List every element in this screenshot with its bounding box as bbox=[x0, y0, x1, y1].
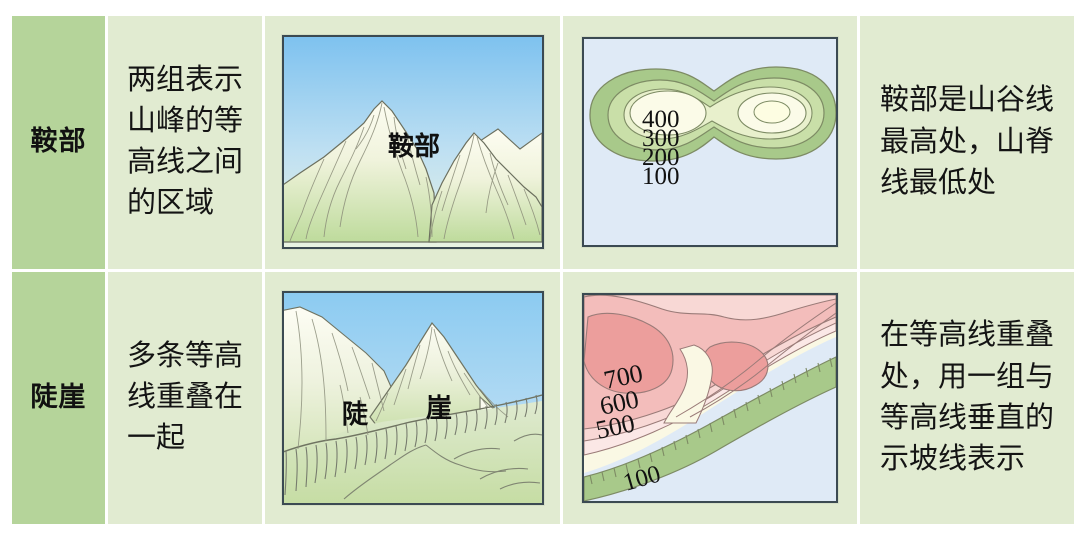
cliff-landscape-illustration: 陡 崖 bbox=[281, 290, 544, 505]
term-cell-cliff: 陡崖 bbox=[12, 271, 105, 524]
contour-label-300: 300 bbox=[642, 125, 680, 152]
definition-text-saddle: 两组表示 山峰的等 高线之间 的区域 bbox=[126, 63, 243, 220]
contour-label-200: 200 bbox=[642, 144, 680, 171]
term-label-cliff: 陡崖 bbox=[30, 381, 87, 413]
definition-text-cliff: 多条等高 线重叠在 一起 bbox=[126, 339, 243, 455]
definition-cell-saddle: 两组表示 山峰的等 高线之间 的区域 bbox=[108, 16, 262, 269]
note-cell-cliff: 在等高线重叠 处，用一组与 等高线垂直的 示坡线表示 bbox=[860, 271, 1074, 524]
term-cell-saddle: 鞍部 bbox=[12, 16, 105, 269]
illustration-cell-saddle: 鞍部 bbox=[265, 16, 560, 269]
cliff-caption-left: 陡 bbox=[342, 400, 369, 430]
definition-cell-cliff: 多条等高 线重叠在 一起 bbox=[108, 271, 262, 524]
term-label-saddle: 鞍部 bbox=[30, 126, 87, 158]
contour-label-100: 100 bbox=[642, 163, 680, 190]
cliff-contour-map: 700 600 500 100 bbox=[582, 292, 838, 503]
landform-comparison-table: 鞍部 两组表示 山峰的等 高线之间 的区域 bbox=[12, 16, 1074, 524]
note-cell-saddle: 鞍部是山谷线 最高处，山脊 线最低处 bbox=[860, 16, 1074, 269]
saddle-contour-map: 400 300 200 100 bbox=[582, 37, 838, 248]
contour-map-cell-saddle: 400 300 200 100 bbox=[563, 16, 857, 269]
illustration-cell-cliff: 陡 崖 bbox=[265, 271, 560, 524]
saddle-landscape-illustration: 鞍部 bbox=[281, 35, 544, 250]
saddle-caption: 鞍部 bbox=[388, 131, 440, 162]
note-text-cliff: 在等高线重叠 处，用一组与 等高线垂直的 示坡线表示 bbox=[879, 319, 1054, 475]
contour-map-cell-cliff: 700 600 500 100 bbox=[563, 271, 857, 524]
contour-label-400: 400 bbox=[642, 106, 680, 133]
cliff-caption-right: 崖 bbox=[426, 394, 452, 424]
note-text-saddle: 鞍部是山谷线 最高处，山脊 线最低处 bbox=[879, 84, 1054, 199]
